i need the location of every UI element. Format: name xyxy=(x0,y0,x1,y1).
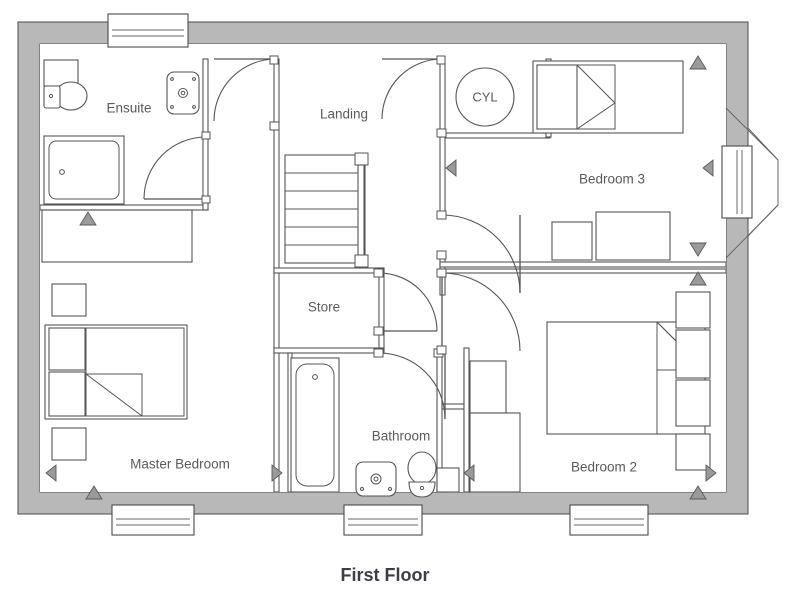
window-bottom-master xyxy=(111,504,195,536)
room-label-bedroom3: Bedroom 3 xyxy=(579,172,645,187)
door-cyl-cupboard xyxy=(381,55,447,138)
room-label-ensuite: Ensuite xyxy=(106,101,151,116)
room-label-bedroom2: Bedroom 2 xyxy=(571,460,637,475)
room-label-bathroom: Bathroom xyxy=(372,429,431,444)
door-landing-top xyxy=(213,55,280,131)
master-bedroom-furniture xyxy=(44,283,188,461)
window-bottom-bedroom2 xyxy=(569,504,649,536)
bedroom2-furniture xyxy=(469,291,711,493)
bedroom3-furniture xyxy=(532,60,684,261)
door-bedroom2 xyxy=(436,268,521,355)
window-bay-bedroom3 xyxy=(721,107,779,259)
room-label-landing: Landing xyxy=(320,107,368,122)
cyl-label: CYL xyxy=(472,89,497,104)
window-bottom-bathroom xyxy=(343,504,423,536)
ensuite-fixtures xyxy=(43,59,200,205)
door-store xyxy=(373,268,438,336)
door-ensuite xyxy=(143,131,211,204)
cylinder-cupboard: CYL xyxy=(455,67,515,127)
dimension-markers xyxy=(45,55,717,500)
page-title: First Floor xyxy=(341,565,430,585)
staircase xyxy=(284,152,369,268)
bathroom-fixtures xyxy=(290,357,460,498)
room-label-store: Store xyxy=(308,300,340,315)
room-label-master-bedroom: Master Bedroom xyxy=(130,457,230,472)
window-top-ensuite xyxy=(107,13,189,48)
door-bedroom3 xyxy=(436,210,521,294)
